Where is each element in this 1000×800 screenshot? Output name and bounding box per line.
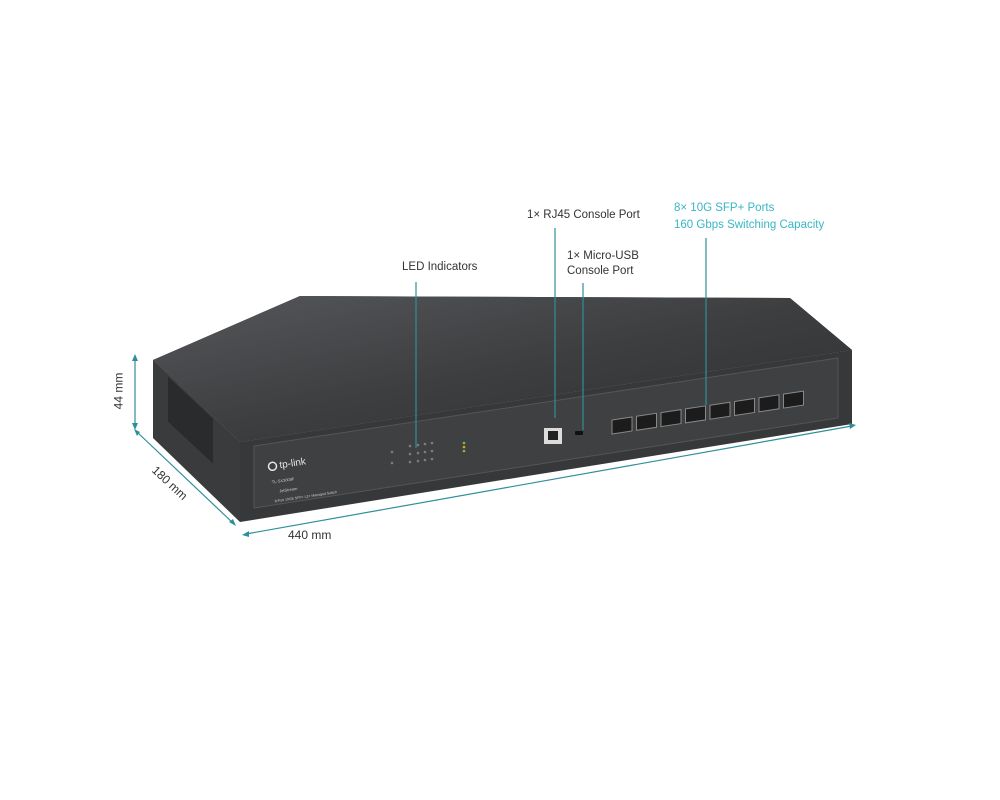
callout-rj45-console: 1× RJ45 Console Port <box>527 209 640 221</box>
sfp-port[interactable] <box>611 416 633 435</box>
brand-logo: tp-link <box>279 456 308 471</box>
sfp-port[interactable] <box>783 390 804 409</box>
sfp-port[interactable] <box>734 397 755 417</box>
sfp-ports <box>611 390 804 435</box>
sfp-port[interactable] <box>660 409 682 428</box>
sfp-port[interactable] <box>685 405 706 424</box>
model-label: TL-SX3008F <box>271 476 295 484</box>
sfp-port[interactable] <box>758 394 780 413</box>
callout-sfp-ports: 8× 10G SFP+ Ports <box>674 202 775 214</box>
series-label: JetStream <box>279 486 298 494</box>
callout-lines <box>415 228 707 448</box>
sfp-port[interactable] <box>709 401 731 420</box>
dimension-width: 440 mm <box>288 528 332 542</box>
dimension-height: 44 mm <box>111 372 126 410</box>
callout-usb-console-line2: Console Port <box>567 265 634 277</box>
callout-switching-capacity: 160 Gbps Switching Capacity <box>674 219 825 231</box>
sfp-port[interactable] <box>636 412 657 431</box>
dimension-lines <box>132 354 856 537</box>
micro-usb-console-port[interactable] <box>575 431 583 435</box>
led-indicators <box>390 441 466 465</box>
vent-grille <box>168 376 213 464</box>
callout-led-indicators: LED Indicators <box>402 261 478 273</box>
callout-usb-console-line1: 1× Micro-USB <box>567 250 639 262</box>
